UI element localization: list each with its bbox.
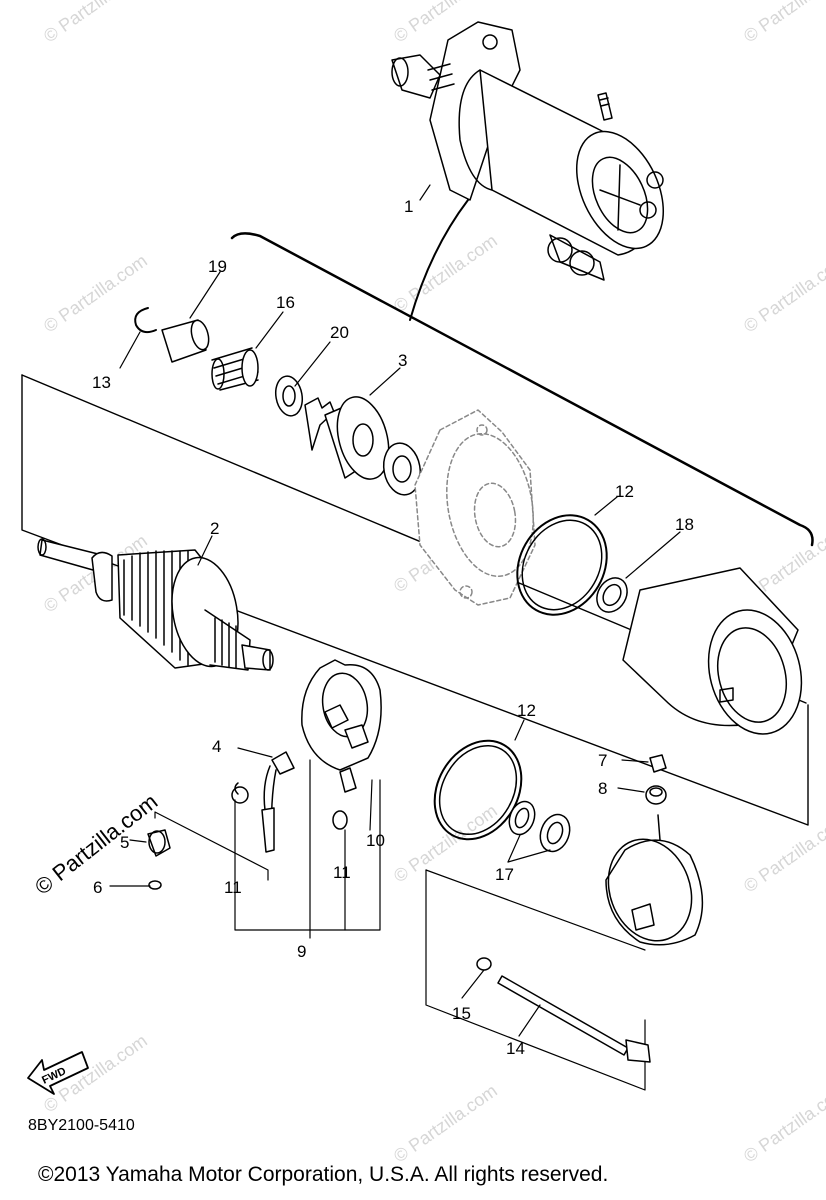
label-part-10: 10 [366, 831, 385, 850]
label-part-1: 1 [404, 197, 413, 216]
collar-19 [161, 319, 210, 363]
washer-20 [274, 375, 304, 417]
label-part-11: 11 [333, 863, 351, 882]
diagram-code: 8BY2100-5410 [28, 1117, 135, 1134]
circlip-13 [134, 307, 157, 334]
label-part-19: 19 [208, 257, 227, 276]
label-part-12: 12 [517, 701, 536, 720]
label-part-5: 5 [120, 833, 129, 852]
copyright-notice: ©2013 Yamaha Motor Corporation, U.S.A. A… [38, 1163, 609, 1186]
label-part-6: 6 [93, 878, 102, 897]
label-part-15: 15 [452, 1004, 471, 1023]
label-part-8: 8 [598, 779, 607, 798]
label-part-17: 17 [495, 865, 514, 884]
label-part-11: 11 [224, 878, 242, 897]
label-part-12: 12 [615, 482, 634, 501]
starter-motor-assembly [391, 21, 665, 281]
front-cover [414, 409, 536, 606]
label-part-13: 13 [92, 373, 111, 392]
yoke-housing [622, 567, 803, 735]
clutch-gear-3 [304, 396, 390, 480]
label-part-3: 3 [398, 351, 407, 370]
label-part-14: 14 [506, 1039, 525, 1058]
label-part-7: 7 [598, 751, 607, 770]
fwd-arrow-icon [27, 1051, 89, 1095]
label-part-2: 2 [210, 519, 219, 538]
spring-16 [211, 347, 259, 391]
washer-plain [382, 442, 422, 496]
armature-2 [37, 538, 274, 671]
brush-plate [261, 659, 382, 853]
label-part-9: 9 [297, 942, 306, 961]
label-part-18: 18 [675, 515, 694, 534]
label-part-20: 20 [330, 323, 349, 342]
label-part-4: 4 [212, 737, 221, 756]
rear-cover [605, 814, 704, 946]
label-part-16: 16 [276, 293, 295, 312]
